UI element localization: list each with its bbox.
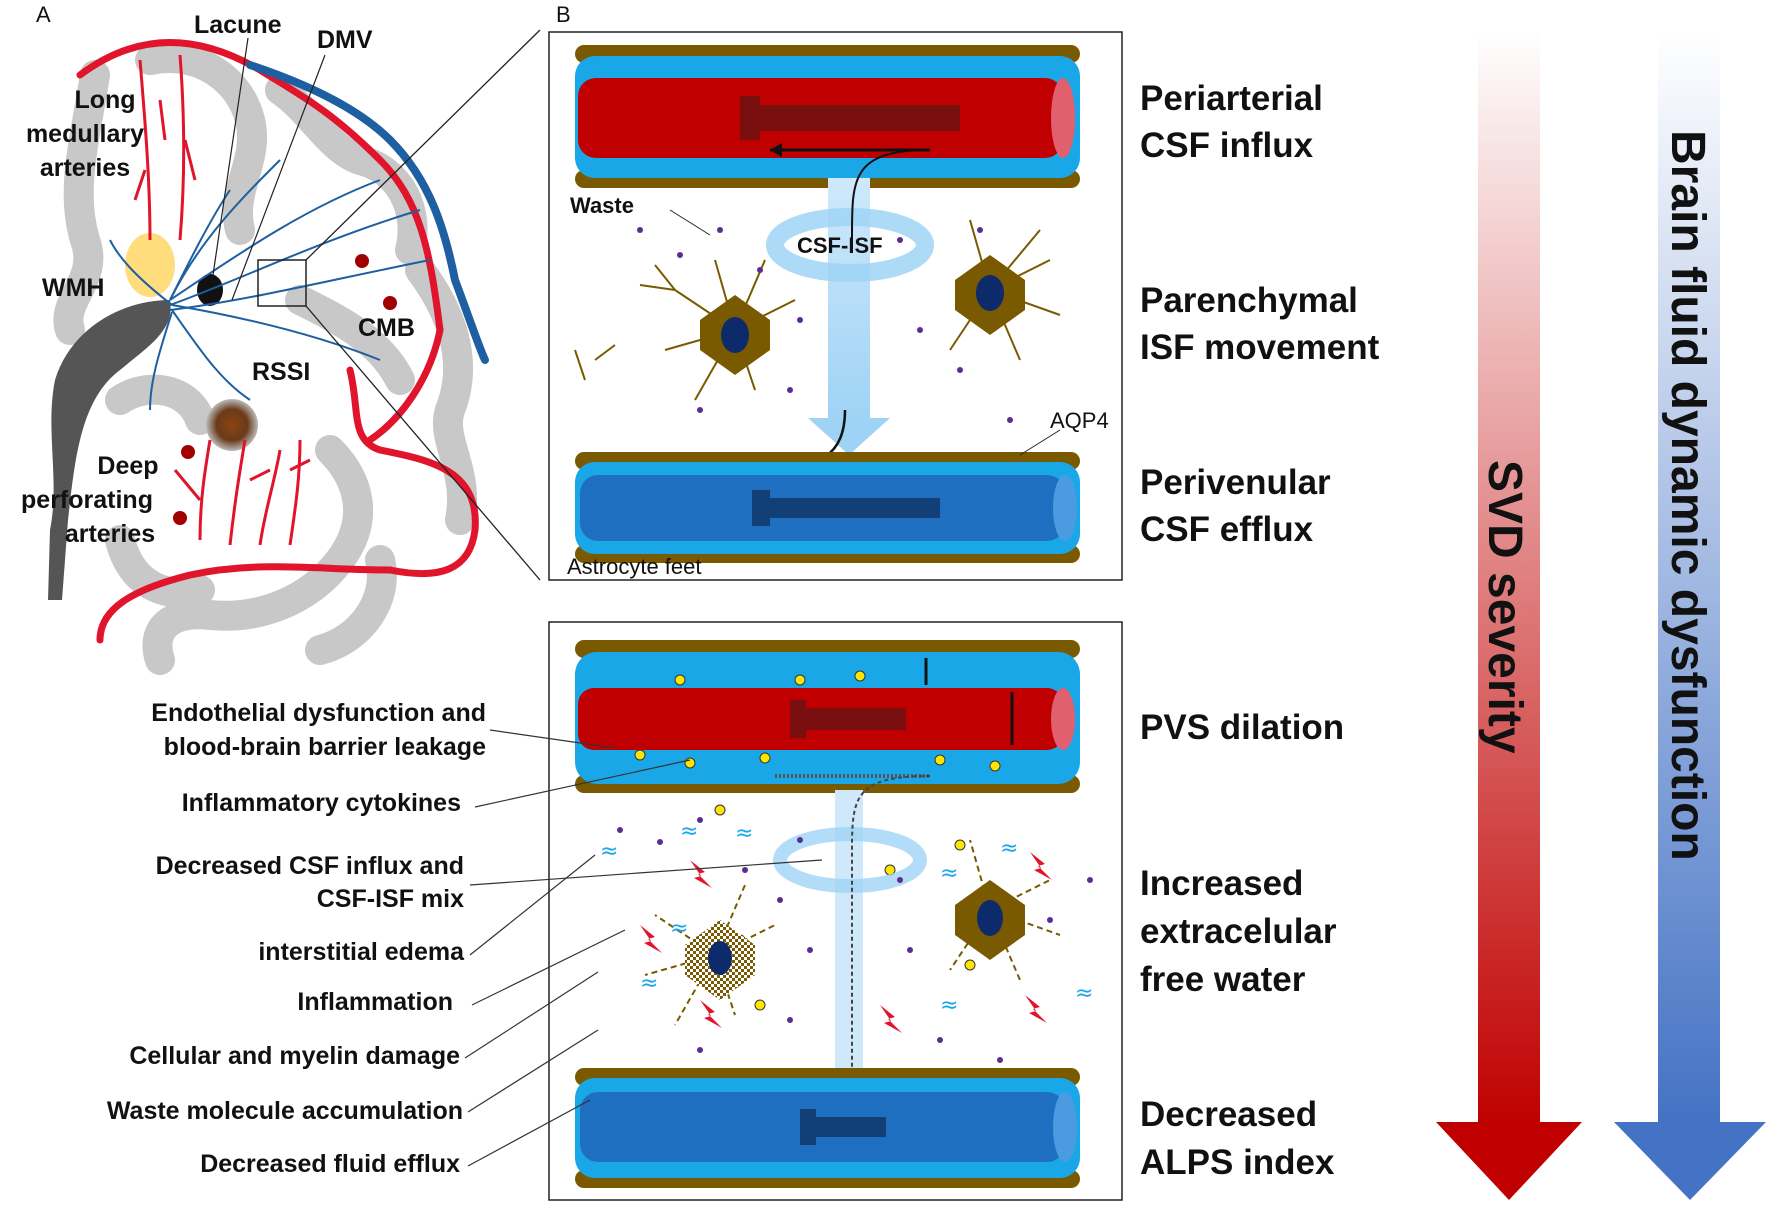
- edema-label: interstitial edema: [258, 938, 465, 966]
- surface-vein: [246, 61, 489, 364]
- rssi-label: RSSI: [252, 358, 310, 386]
- cmb-label: CMB: [358, 314, 415, 342]
- cmb-dot: [355, 254, 369, 268]
- long-medullary-label-3: arteries: [40, 154, 130, 182]
- edema-water: ≈ ≈ ≈ ≈ ≈ ≈ ≈ ≈ ≈: [600, 819, 1093, 1018]
- inflammation-label: Inflammation: [297, 988, 453, 1016]
- svg-text:≈: ≈: [1000, 836, 1018, 861]
- lightning-icons: [640, 852, 1052, 1033]
- svg-text:≈: ≈: [670, 916, 688, 941]
- wmh-label: WMH: [42, 274, 104, 302]
- cytokines-label: Inflammatory cytokines: [182, 789, 461, 817]
- cmb-dot: [181, 445, 195, 459]
- right-labels: Periarterial CSF influx Parenchymal ISF …: [1140, 79, 1380, 1182]
- dilated-artery-vessel: [575, 640, 1080, 793]
- wmh-lesion: [125, 233, 175, 297]
- waste-acc-label: Waste molecule accumulation: [107, 1097, 463, 1125]
- parenchymal-label-1: Parenchymal: [1140, 281, 1358, 320]
- surface-arteries: [76, 39, 479, 644]
- deep-perf-label-1: Deep: [97, 452, 158, 480]
- deep-perf-label-2: perforating: [21, 486, 153, 514]
- reduced-swirl: [773, 827, 927, 893]
- astrocyte-nucleus-left: [721, 317, 749, 353]
- long-medullary-label-2: medullary: [26, 120, 144, 148]
- damage-label: Cellular and myelin damage: [129, 1042, 460, 1070]
- lacune-pointer: [212, 37, 249, 276]
- brain-fluid-arrow: Brain fluid dynamic dysfunction: [1614, 30, 1766, 1200]
- left-labels: Endothelial dysfunction and blood-brain …: [107, 699, 486, 1178]
- panel-a-letter: A: [36, 2, 51, 27]
- perivenular-label-2: CSF efflux: [1140, 510, 1314, 549]
- free-water-label-2: extracelular: [1140, 912, 1337, 951]
- narrow-vein-vessel: [575, 1068, 1080, 1188]
- ventricle: [48, 300, 171, 600]
- pvs-label: PVS dilation: [1140, 708, 1344, 747]
- csf-mix-label-1: Decreased CSF influx and: [156, 852, 464, 880]
- deep-perforating-arteries: [173, 439, 311, 546]
- waste-label: Waste: [570, 193, 634, 218]
- csf-mix-label-2: CSF-ISF mix: [317, 885, 464, 913]
- zoom-box: [257, 259, 307, 307]
- svg-text:≈: ≈: [640, 971, 658, 996]
- astrocyte-nucleus-br: [977, 900, 1003, 936]
- vein-vessel: [575, 452, 1080, 563]
- svg-text:≈: ≈: [735, 821, 753, 846]
- periarterial-label-1: Periarterial: [1140, 79, 1323, 118]
- dmv-label: DMV: [317, 26, 373, 54]
- long-medullary-label-1: Long: [74, 86, 135, 114]
- free-water-label-3: free water: [1140, 960, 1306, 999]
- alps-label-2: ALPS index: [1140, 1143, 1335, 1182]
- damaged-nucleus: [708, 941, 732, 975]
- endothelial-label-2: blood-brain barrier leakage: [164, 733, 486, 761]
- cmb-dot: [383, 296, 397, 310]
- svg-text:≈: ≈: [680, 819, 698, 844]
- alps-label-1: Decreased: [1140, 1095, 1317, 1134]
- artery-vessel: [575, 45, 1080, 188]
- cmb-dot: [173, 511, 187, 525]
- astrocyte-feet-label: Astrocyte feet: [567, 554, 702, 579]
- svg-text:≈: ≈: [1075, 981, 1093, 1006]
- brain-fluid-label: Brain fluid dynamic dysfunction: [1661, 130, 1714, 861]
- panel-b-bottom: ≈ ≈ ≈ ≈ ≈ ≈ ≈ ≈ ≈: [548, 621, 1123, 1201]
- lacune-label: Lacune: [194, 11, 282, 39]
- panel-b-letter: B: [556, 2, 571, 27]
- svg-text:≈: ≈: [940, 861, 958, 886]
- flow-curve-down: [850, 149, 931, 241]
- parenchymal-label-2: ISF movement: [1140, 328, 1380, 367]
- efflux-label: Decreased fluid efflux: [200, 1150, 460, 1178]
- endothelial-label-1: Endothelial dysfunction and: [151, 699, 486, 727]
- csf-isf-swirl: [766, 208, 934, 282]
- aqp4-label: AQP4: [1050, 408, 1109, 433]
- svg-text:≈: ≈: [940, 993, 958, 1018]
- dmv-pointer: [231, 54, 326, 301]
- rssi-lesion: [206, 399, 258, 451]
- aqp4-pointer: [1019, 429, 1061, 456]
- waste-pointer: [669, 209, 711, 236]
- csf-isf-label: CSF-ISF: [797, 233, 883, 258]
- zoom-line-top: [305, 29, 541, 261]
- svd-severity-label: SVD severity: [1478, 460, 1531, 754]
- svg-text:≈: ≈: [600, 839, 618, 864]
- svd-severity-arrow: SVD severity: [1436, 30, 1582, 1200]
- flow-arrowhead: [808, 418, 890, 455]
- brain-cortex: [53, 43, 478, 675]
- free-water-label-1: Increased: [1140, 864, 1303, 903]
- zoom-line-bottom: [305, 305, 541, 581]
- periarterial-label-2: CSF influx: [1140, 126, 1314, 165]
- astrocyte-nucleus-right: [976, 275, 1004, 311]
- long-medullary-arteries: [133, 54, 197, 241]
- callout-lines: [464, 729, 823, 1167]
- deep-perf-label-3: arteries: [65, 520, 155, 548]
- perivenular-label-1: Perivenular: [1140, 463, 1331, 502]
- panel-b-top: B: [548, 2, 1123, 581]
- panel-a: A: [21, 2, 541, 675]
